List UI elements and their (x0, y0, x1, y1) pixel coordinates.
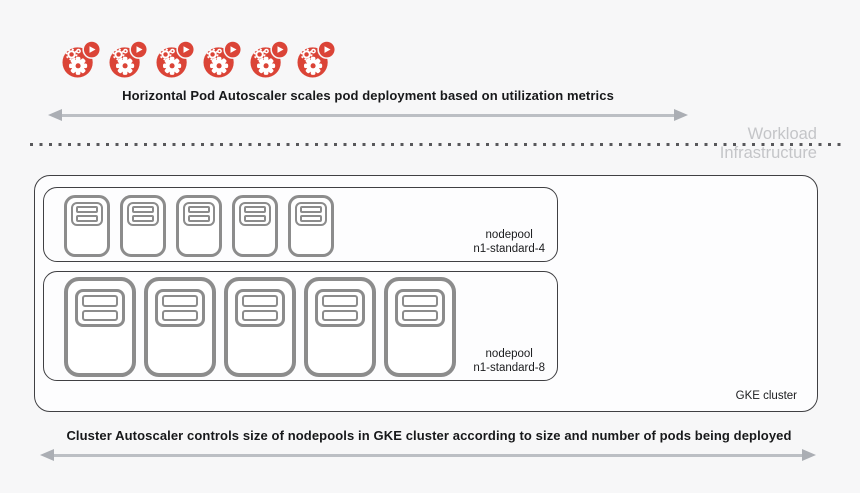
nodepool-n1-standard-4-box: nodepool n1-standard-4 (43, 187, 558, 262)
workload-infrastructure-divider (30, 143, 844, 146)
node-server-icon (295, 202, 327, 226)
arrow-right-head-icon (674, 109, 688, 121)
node-icon (144, 277, 216, 377)
boundary-labels: Workload Infrastructure (720, 125, 817, 163)
workload-label: Workload (747, 125, 817, 143)
node-server-icon (155, 289, 205, 327)
node-server-icon (183, 202, 215, 226)
gke-cluster-box: nodepool n1-standard-4 (34, 175, 818, 412)
pod-icon (156, 40, 195, 79)
node-server-icon (315, 289, 365, 327)
nodepool-4-nodes (64, 195, 334, 257)
nodepool-8-label: nodepool n1-standard-8 (473, 347, 545, 375)
infrastructure-label: Infrastructure (719, 144, 817, 162)
gke-cluster-label: GKE cluster (735, 390, 797, 402)
arrow-left-head-icon (40, 449, 54, 461)
node-icon (224, 277, 296, 377)
nodepool-n1-standard-8-box: nodepool n1-standard-8 (43, 271, 558, 381)
node-icon (304, 277, 376, 377)
hpa-caption: Horizontal Pod Autoscaler scales pod dep… (122, 88, 614, 103)
arrow-shaft (54, 453, 802, 457)
pod-icon (203, 40, 242, 79)
node-icon (64, 277, 136, 377)
node-icon (176, 195, 222, 257)
node-server-icon (71, 202, 103, 226)
arrow-right-head-icon (802, 449, 816, 461)
node-icon (288, 195, 334, 257)
node-server-icon (395, 289, 445, 327)
node-icon (384, 277, 456, 377)
node-server-icon (239, 202, 271, 226)
hpa-scale-arrow (48, 109, 688, 121)
node-icon (232, 195, 278, 257)
ca-caption: Cluster Autoscaler controls size of node… (66, 428, 792, 443)
pod-icon (297, 40, 336, 79)
node-icon (64, 195, 110, 257)
node-server-icon (127, 202, 159, 226)
arrow-left-head-icon (48, 109, 62, 121)
pod-icon (62, 40, 101, 79)
nodepool-4-label: nodepool n1-standard-4 (473, 228, 545, 256)
pod-deployment-row (62, 40, 336, 79)
node-server-icon (235, 289, 285, 327)
nodepool-8-nodes (64, 277, 456, 377)
arrow-shaft (62, 113, 674, 117)
ca-scale-arrow (40, 449, 816, 461)
node-icon (120, 195, 166, 257)
pod-icon (109, 40, 148, 79)
pod-icon (250, 40, 289, 79)
node-server-icon (75, 289, 125, 327)
